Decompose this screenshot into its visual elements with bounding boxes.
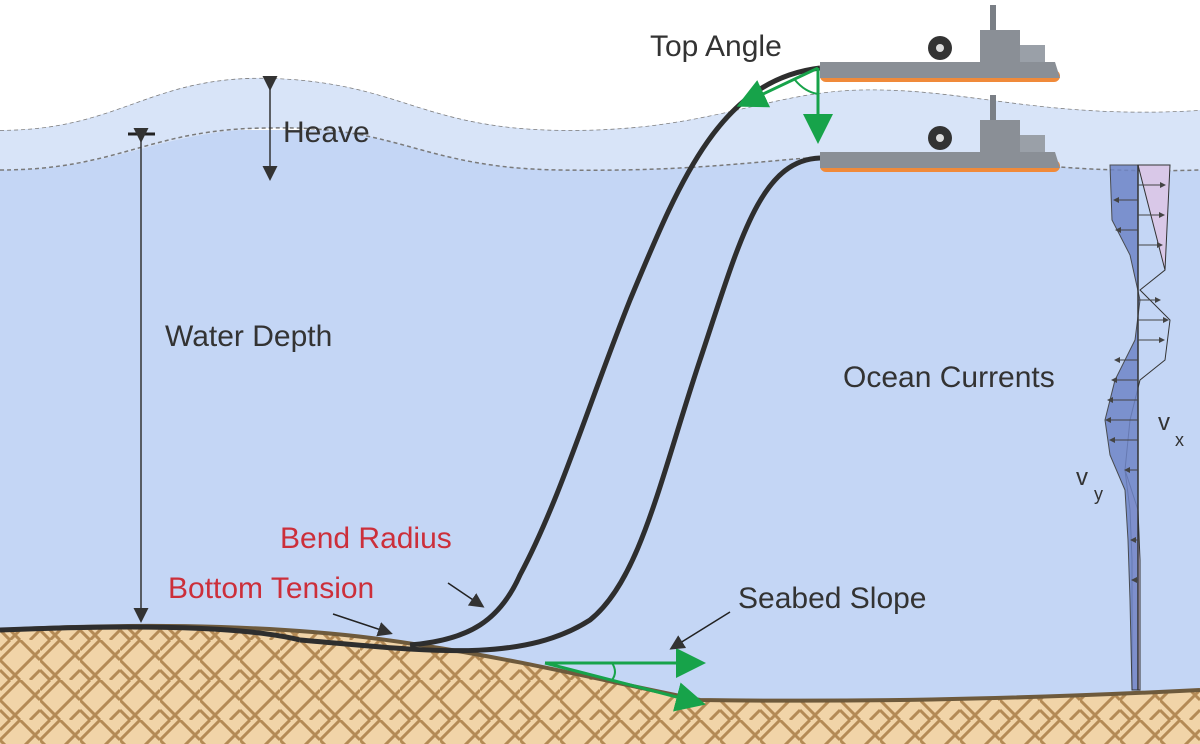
sky [0, 0, 1200, 131]
vy-subscript: y [1094, 484, 1103, 504]
heave-label: Heave [283, 116, 370, 149]
vessel-lower-icon [820, 95, 1060, 172]
bend-radius-pointer [447, 582, 485, 608]
seabed [0, 625, 1200, 744]
current-arrows [1105, 182, 1169, 583]
bottom-tension-label: Bottom Tension [168, 572, 374, 605]
seabed-slope-pointer [669, 611, 731, 650]
riser-cable-upper [409, 65, 821, 648]
bottom-tension-pointer [332, 613, 393, 637]
vy-label: v [1076, 464, 1088, 491]
slope-arc [611, 662, 616, 681]
seabed-slope-label: Seabed Slope [738, 582, 927, 615]
bend-radius-label: Bend Radius [280, 522, 452, 555]
vx-label: v [1158, 409, 1170, 436]
top-angle-arrow-left [736, 66, 819, 108]
slope-arrow-incline [544, 661, 706, 712]
wave-line-top [0, 77, 1200, 131]
top-angle-label: Top Angle [650, 30, 782, 63]
vessel-upper-icon [820, 5, 1060, 82]
wave-band [0, 77, 1200, 171]
top-angle-arc [794, 79, 819, 95]
vx-subscript: x [1175, 430, 1184, 450]
ocean-currents-label: Ocean Currents [843, 361, 1055, 394]
seabed-cable [0, 624, 301, 643]
riser-cable-lower [299, 155, 821, 654]
wave-line-bottom [0, 127, 1200, 172]
water-depth-label: Water Depth [165, 320, 332, 353]
ocean-current-profile [1104, 164, 1171, 691]
